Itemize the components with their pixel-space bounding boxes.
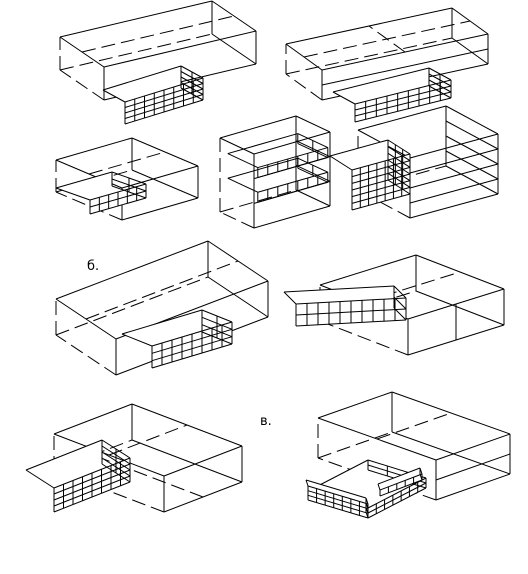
group-label-b: б. bbox=[87, 259, 99, 274]
group-label-c: в. bbox=[260, 414, 272, 429]
block-c1 bbox=[25, 403, 243, 513]
block-c2 bbox=[305, 391, 511, 519]
block-b1 bbox=[55, 240, 269, 376]
block-a5 bbox=[329, 105, 499, 219]
block-a2 bbox=[285, 7, 489, 123]
block-a3 bbox=[55, 137, 199, 221]
block-a4 bbox=[219, 115, 331, 229]
block-b2 bbox=[283, 254, 505, 356]
block-a1 bbox=[59, 0, 257, 125]
